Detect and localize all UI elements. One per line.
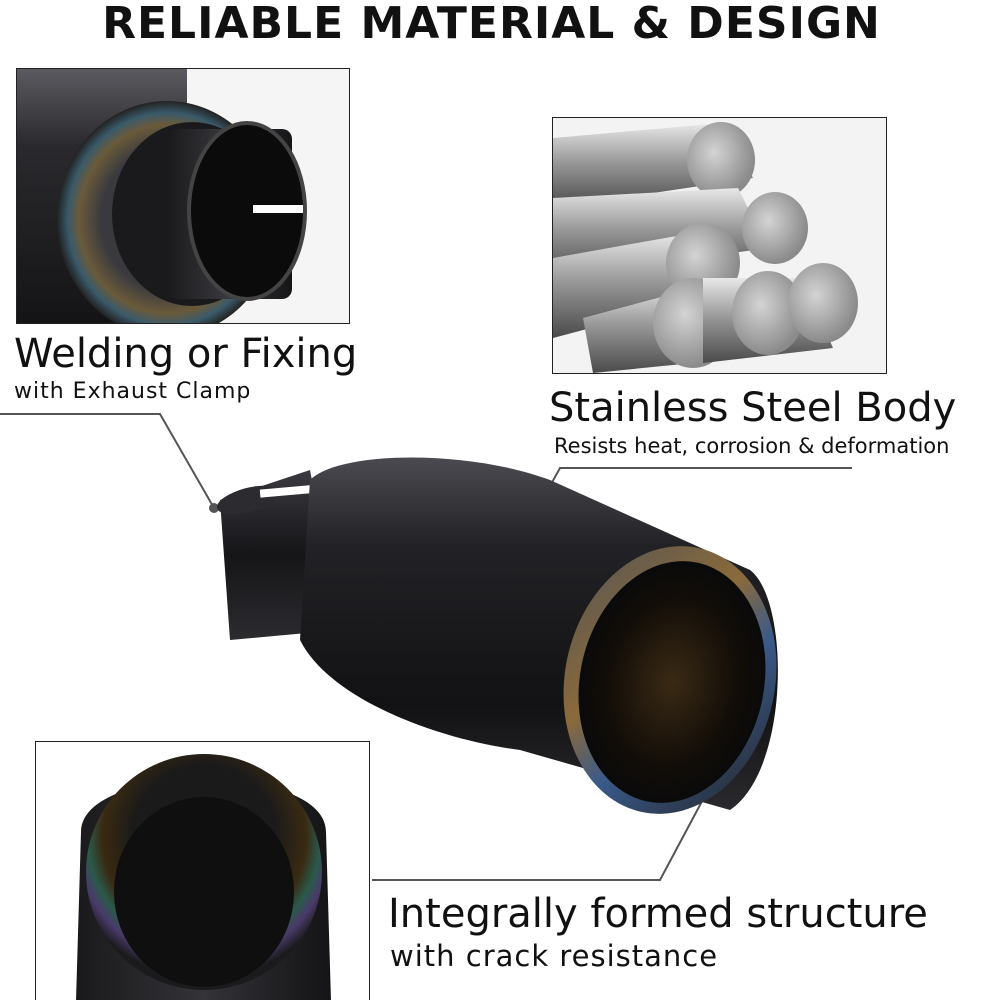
tip-outlet-photo [35,741,370,1000]
steel-rods-illustration [553,118,886,373]
steel-rods-photo [552,117,887,374]
page-title: RELIABLE MATERIAL & DESIGN [102,0,881,49]
tip-outlet-illustration [36,742,369,1000]
weld-inlet-illustration [17,69,349,323]
integral-subtext: with crack resistance [390,939,719,973]
steel-subtext: Resists heat, corrosion & deformation [554,434,950,458]
integral-heading: Integrally formed structure [388,891,928,937]
welding-heading: Welding or Fixing [14,331,358,377]
weld-inlet-photo [16,68,350,324]
weld-callout-dot [209,503,219,513]
welding-subtext: with Exhaust Clamp [14,379,252,404]
steel-heading: Stainless Steel Body [549,385,957,431]
exhaust-tip-product [216,457,778,814]
